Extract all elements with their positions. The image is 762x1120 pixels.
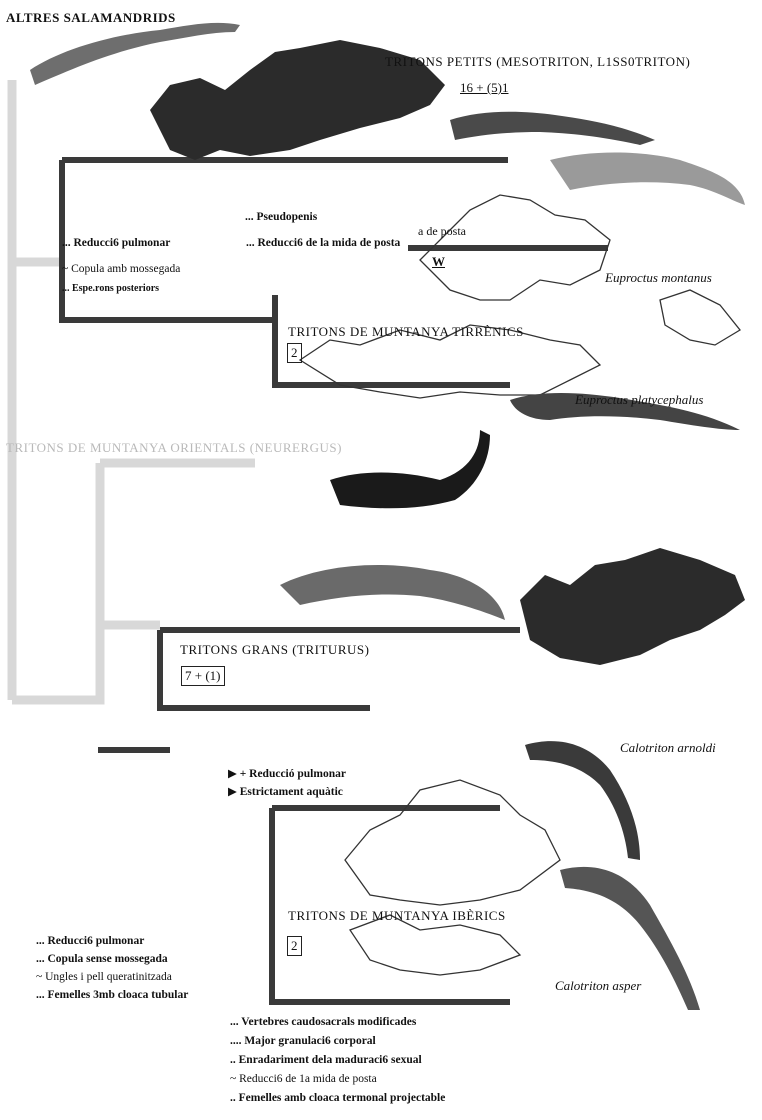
map-note: a de posta: [418, 224, 466, 239]
trait-enradariment: .. Enradariment dela maduraci6 sexual: [230, 1053, 422, 1067]
trait-reduccio-pulmonar-1: ... Reducci6 pulmonar: [62, 236, 170, 250]
trait-esperons: ... Espe.rons posteriors: [62, 282, 159, 296]
species-calotriton-asper: Calotriton asper: [555, 978, 641, 994]
trait-granulacio: .... Major granulaci6 corporal: [230, 1034, 376, 1048]
clade-grans: TRITONS GRANS (TRITURUS): [180, 642, 369, 658]
grey-branches: [12, 80, 255, 700]
europe-map-grans: [520, 548, 745, 665]
trait-vertebres: ... Vertebres caudosacrals modificades: [230, 1015, 416, 1029]
trait-copula-mossegada: ~ Copula amb mossegada: [62, 262, 180, 276]
trait-femelles-cloaca-tubular: ... Femelles 3mb cloaca tubular: [36, 988, 188, 1002]
trait-estrictament-aquatic: ▶ Estrictament aquàtic: [228, 785, 343, 799]
clade-grans-count: 7 + (1): [181, 666, 225, 686]
clade-tirrenics: TRITONS DE MUNTANYA TIRRÈNICS: [288, 324, 524, 340]
clade-altres-salamandrids: ALTRES SALAMANDRIDS: [6, 10, 176, 26]
species-calotriton-arnoldi: Calotriton arnoldi: [620, 740, 716, 756]
clade-tritons-petits: TRITONS PETITS (MESOTRITON, L1SS0TRITON): [385, 54, 690, 70]
map-mark: W: [432, 254, 445, 270]
clade-tirrenics-count: 2: [287, 343, 302, 363]
trait-copula-sense-mossegada: ... Copula sense mossegada: [36, 952, 168, 966]
trait-pseudopenis: ... Pseudopenis: [245, 210, 317, 224]
species-euproctus-montanus: Euproctus montanus: [605, 270, 712, 286]
trait-reduccio-mida-posta-2: ~ Reducci6 de 1a mida de posta: [230, 1072, 377, 1086]
trait-femelles-cloaca-termonal: .. Femelles amb cloaca termonal projecta…: [230, 1091, 445, 1105]
clade-iberics: TRITONS DE MUNTANYA IBÈRICS: [288, 908, 506, 924]
clade-iberics-count: 2: [287, 936, 302, 956]
clade-orientals: TRITONS DE MUNTANYA ORIENTALS (NEURERGUS…: [6, 440, 342, 456]
species-euproctus-platycephalus: Euproctus platycephalus: [575, 392, 703, 408]
trait-reduccio-mida-posta: ... Reducci6 de la mida de posta: [246, 236, 400, 250]
trait-mes-reduccio-pulmonar: ▶ + Reducció pulmonar: [228, 767, 346, 781]
trait-ungles-pell: ~ Ungles i pell queratinitzada: [36, 970, 172, 984]
clade-tritons-petits-count: 16 + (5)1: [460, 80, 509, 96]
trait-left-reduccio-pulmonar: ... Reducci6 pulmonar: [36, 934, 144, 948]
salamander-photos: [30, 23, 745, 1010]
